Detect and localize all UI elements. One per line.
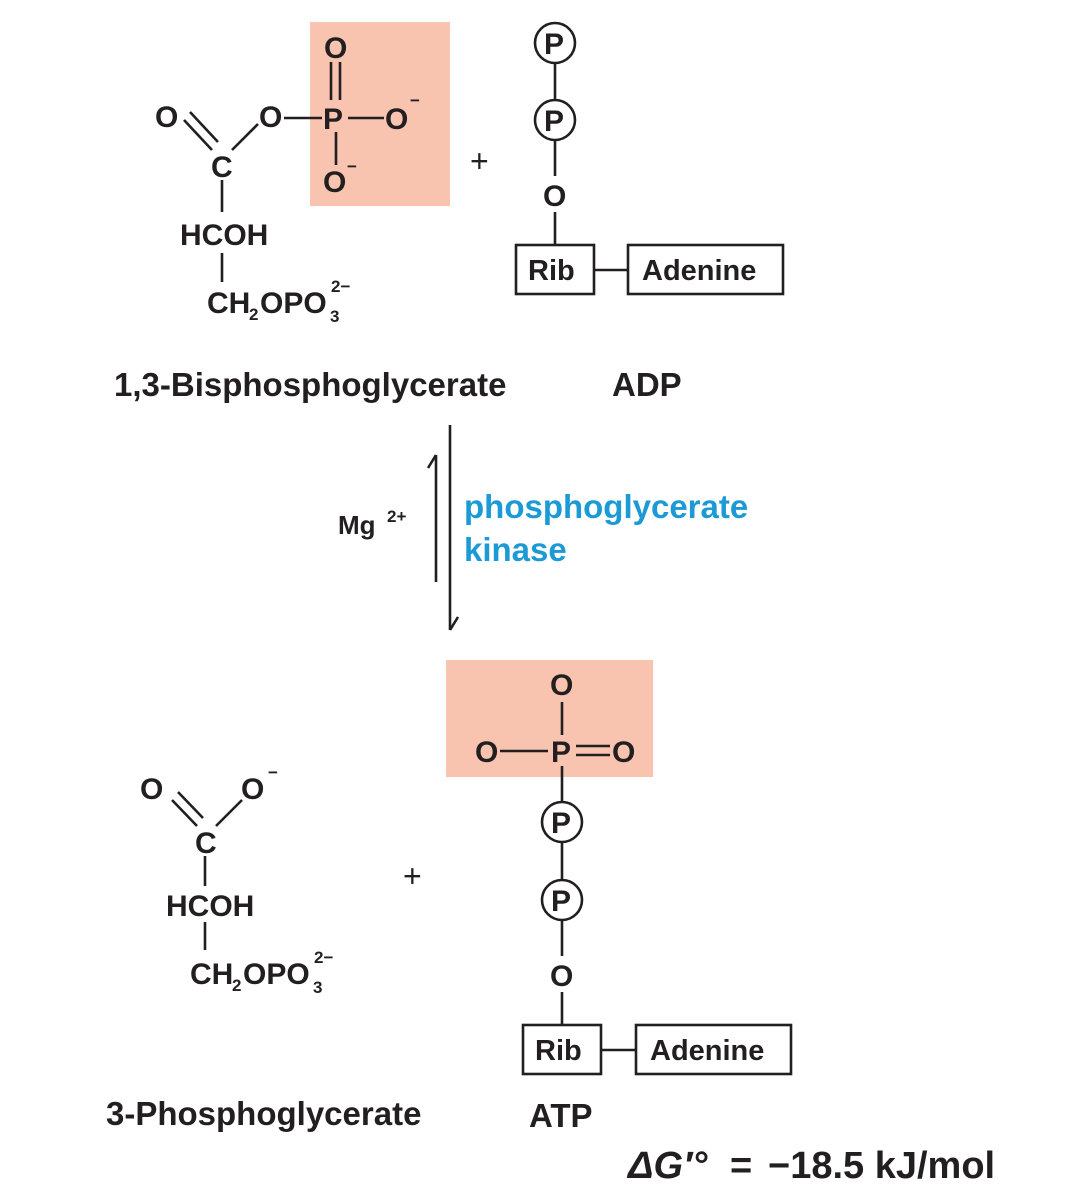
p-o-bottom-charge: −	[347, 157, 357, 176]
cofactor: Mg	[338, 510, 376, 540]
enzyme-name-line1: phosphoglycerate	[464, 488, 748, 525]
p3g-opo: OPO	[243, 958, 310, 991]
p3g-opo-subscript: 3	[313, 978, 322, 997]
free-energy-equals: =	[730, 1145, 752, 1187]
product-2-name: ATP	[529, 1097, 593, 1134]
atp-o-right: O	[612, 736, 635, 769]
atp-p2: P	[551, 885, 571, 918]
p3g-carbonyl-o: O	[140, 773, 163, 806]
carbonyl-o: O	[155, 101, 178, 134]
p3g-ch2-subscript: 2	[232, 976, 241, 995]
ch2-subscript: 2	[249, 305, 258, 324]
adp-o: O	[543, 180, 566, 213]
atp-p1: P	[551, 807, 571, 840]
p3g-carbon: C	[195, 827, 217, 860]
carbon: C	[211, 151, 233, 184]
atp-structure: O O P O P P O Rib Adenine	[446, 660, 793, 1076]
p3g-opo-charge: 2−	[314, 948, 333, 967]
p-double-o: O	[324, 32, 347, 65]
p-o-right-charge: −	[410, 91, 420, 110]
adp-structure: P P O Rib Adenine	[514, 21, 785, 296]
p3g-o-minus: O	[241, 773, 264, 806]
p3g-hcoh: HCOH	[166, 890, 254, 923]
adp-p1: P	[544, 28, 564, 61]
reactant-2-name: ADP	[612, 366, 682, 403]
atp-o-top: O	[550, 669, 573, 702]
adp-rib: Rib	[528, 255, 575, 287]
product-1-name: 3-Phosphoglycerate	[106, 1095, 421, 1132]
free-energy: ΔG′° = −18.5 kJ/mol	[626, 1145, 995, 1187]
p3g-ch2: CH	[190, 958, 233, 991]
opo: OPO	[260, 287, 327, 320]
atp-phosphorus: P	[551, 736, 571, 769]
p3g-o-charge: −	[268, 763, 278, 782]
equilibrium-arrow	[426, 425, 460, 631]
atp-o: O	[550, 960, 573, 993]
p-o-right: O	[385, 103, 408, 136]
free-energy-value: −18.5 kJ/mol	[768, 1145, 995, 1187]
plus-products: +	[403, 858, 422, 894]
ch2: CH	[207, 287, 250, 320]
opo-charge: 2−	[331, 277, 350, 296]
reactant-1-name: 1,3-Bisphosphoglycerate	[114, 366, 506, 403]
enzyme-name-line2: kinase	[464, 531, 567, 568]
atp-rib: Rib	[535, 1035, 582, 1067]
phosphorus: P	[323, 103, 343, 136]
atp-adenine: Adenine	[650, 1035, 764, 1067]
adp-p2: P	[544, 105, 564, 138]
plus-reactants: +	[470, 143, 489, 179]
adp-adenine: Adenine	[642, 255, 756, 287]
phosphoglycerate-structure: O C O − HCOH CH 2 OPO 3 2−	[140, 763, 333, 997]
bisphosphoglycerate-structure: O C O P O O − O − HCOH CH 2 OPO 3 2−	[155, 22, 450, 326]
free-energy-symbol: ΔG′°	[626, 1145, 708, 1187]
phosphoryl-highlight-top	[310, 22, 450, 206]
atp-o-left: O	[475, 736, 498, 769]
phosphoryl-highlight-bottom	[446, 660, 653, 777]
cofactor-charge: 2+	[387, 507, 406, 526]
ester-o: O	[259, 101, 282, 134]
hcoh: HCOH	[180, 219, 268, 252]
opo-subscript: 3	[330, 307, 339, 326]
p-o-bottom: O	[323, 166, 346, 199]
